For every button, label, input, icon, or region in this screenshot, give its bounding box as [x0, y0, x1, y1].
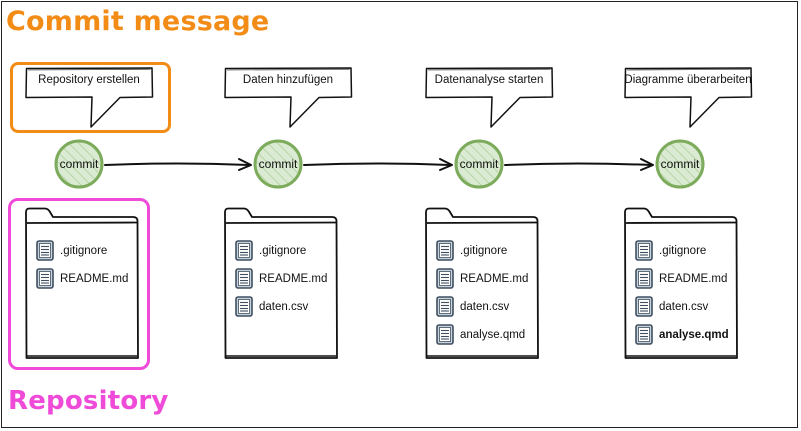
speech-bubble-icon: [224, 67, 353, 128]
commit-circle-icon: [54, 139, 104, 189]
commit-circle-icon: [655, 139, 705, 189]
file-name: .gitignore: [460, 244, 508, 257]
commit-node: commit: [53, 138, 105, 190]
file-item: README.md: [36, 268, 128, 289]
commit-message-bubble: Diagramme überarbeiten: [624, 67, 753, 128]
file-name: .gitignore: [60, 244, 108, 257]
commit-label: commit: [258, 157, 298, 171]
file-name: analyse.qmd: [659, 328, 729, 341]
file-document-icon: [235, 268, 253, 289]
file-document-icon: [436, 296, 454, 317]
folder-icon: [425, 207, 539, 359]
folder-icon: [224, 207, 338, 359]
file-name: README.md: [659, 272, 728, 285]
commit-message-text: Daten hinzufügen: [242, 74, 334, 86]
file-item: analyse.qmd: [635, 324, 729, 345]
file-document-icon: [635, 240, 653, 261]
file-name: daten.csv: [259, 300, 309, 313]
file-document-icon: [436, 240, 454, 261]
file-item: README.md: [235, 268, 327, 289]
file-name: README.md: [60, 272, 129, 285]
file-item: .gitignore: [36, 240, 128, 261]
commit-arrow: [303, 158, 453, 171]
file-item: daten.csv: [635, 296, 729, 317]
commit-label: commit: [660, 157, 700, 171]
commit-circle-icon: [454, 139, 504, 189]
speech-bubble-icon: [25, 67, 154, 128]
repository-label: Repository: [8, 386, 169, 416]
file-name: README.md: [259, 272, 328, 285]
file-document-icon: [235, 240, 253, 261]
commit-message-bubble: Datenanalyse starten: [425, 67, 554, 128]
commit-node: commit: [252, 138, 304, 190]
speech-bubble-icon: [425, 67, 554, 128]
commit-message-text: Datenanalyse starten: [434, 74, 544, 86]
file-document-icon: [235, 296, 253, 317]
speech-bubble-icon: [624, 67, 753, 128]
file-document-icon: [436, 324, 454, 345]
commit-arrow: [504, 158, 654, 171]
file-name: analyse.qmd: [460, 328, 526, 341]
file-document-icon: [436, 268, 454, 289]
commit-circle-icon: [253, 139, 303, 189]
repository-highlight: [8, 198, 150, 370]
commit-message-bubble: Daten hinzufügen: [224, 67, 353, 128]
commit-arrow: [104, 158, 252, 171]
folder-icon: [624, 207, 738, 359]
file-item: analyse.qmd: [436, 324, 528, 345]
file-name: .gitignore: [259, 244, 307, 257]
file-name: daten.csv: [460, 300, 510, 313]
file-item: README.md: [436, 268, 528, 289]
folder-icon: [25, 207, 139, 359]
commit-node: commit: [654, 138, 706, 190]
file-name: daten.csv: [659, 300, 709, 313]
commit-message-highlight: [10, 62, 171, 133]
file-document-icon: [635, 268, 653, 289]
commit-message-text: Diagramme überarbeiten: [624, 74, 752, 86]
file-item: daten.csv: [436, 296, 528, 317]
commit-node: commit: [453, 138, 505, 190]
file-item: daten.csv: [235, 296, 327, 317]
commit-message-text: Repository erstellen: [38, 74, 140, 86]
file-name: .gitignore: [659, 244, 707, 257]
commit-label: commit: [459, 157, 499, 171]
file-document-icon: [635, 324, 653, 345]
file-document-icon: [36, 240, 54, 261]
commit-message-bubble: Repository erstellen: [25, 67, 154, 128]
file-document-icon: [635, 296, 653, 317]
commit-message-label: Commit message: [6, 6, 270, 37]
file-name: README.md: [460, 272, 529, 285]
file-item: .gitignore: [235, 240, 327, 261]
commit-label: commit: [59, 157, 99, 171]
file-item: .gitignore: [635, 240, 729, 261]
file-document-icon: [36, 268, 54, 289]
file-item: README.md: [635, 268, 729, 289]
file-item: .gitignore: [436, 240, 528, 261]
